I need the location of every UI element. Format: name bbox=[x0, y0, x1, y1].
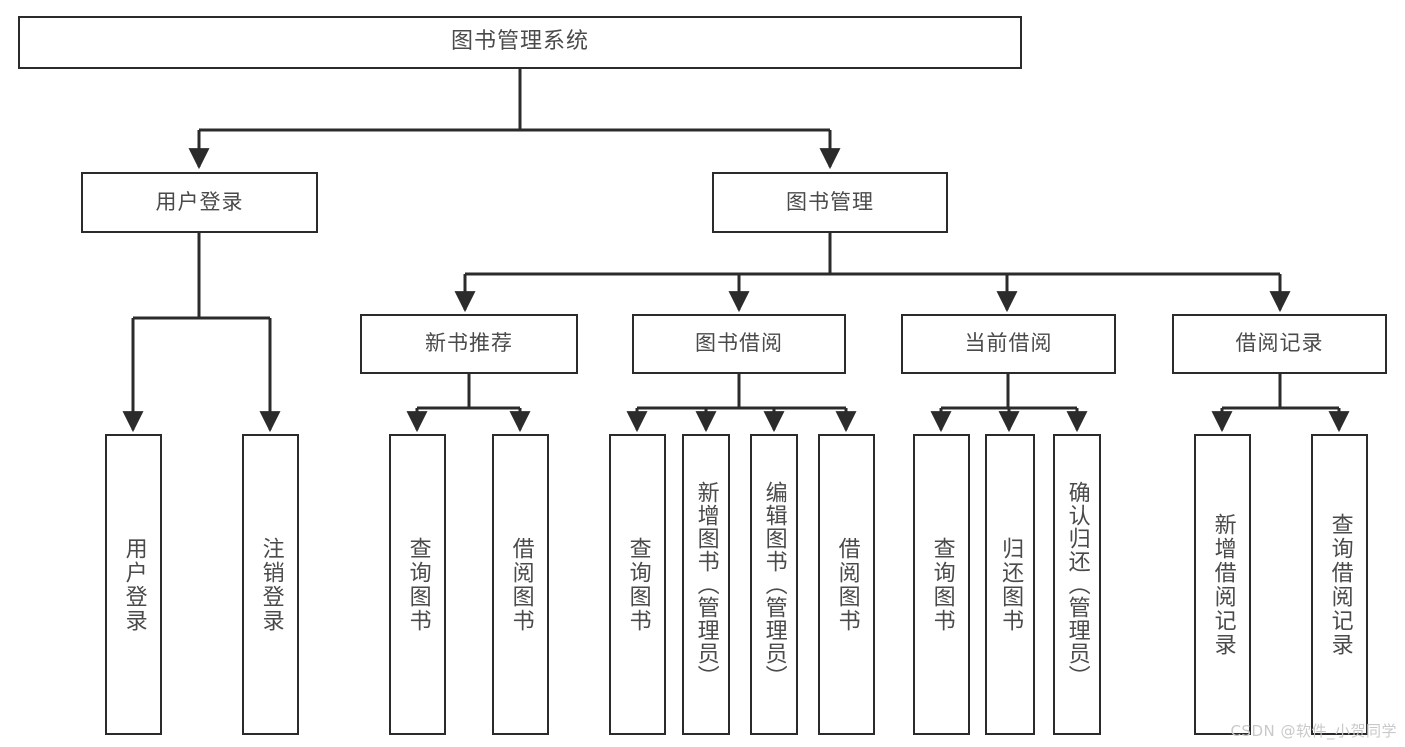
leaf-label: 归还图书 bbox=[998, 536, 1024, 633]
leaf-borrow-add-book[interactable]: 新增图书（管理员） bbox=[682, 434, 730, 735]
leaf-user-login-login[interactable]: 用户登录 bbox=[105, 434, 162, 735]
node-current-borrow[interactable]: 当前借阅 bbox=[901, 314, 1116, 374]
leaf-label: 编辑图书（管理员） bbox=[761, 481, 787, 688]
node-root[interactable]: 图书管理系统 bbox=[18, 16, 1022, 69]
node-user-login[interactable]: 用户登录 bbox=[81, 172, 318, 233]
leaf-label: 确认归还（管理员） bbox=[1064, 481, 1090, 688]
leaf-record-add[interactable]: 新增借阅记录 bbox=[1194, 434, 1251, 735]
leaf-label: 查询借阅记录 bbox=[1327, 512, 1353, 657]
node-new-book-recommend[interactable]: 新书推荐 bbox=[360, 314, 578, 374]
leaf-label: 查询图书 bbox=[625, 536, 651, 633]
leaf-record-query[interactable]: 查询借阅记录 bbox=[1311, 434, 1368, 735]
leaf-label: 查询图书 bbox=[405, 536, 431, 633]
leaf-label: 查询图书 bbox=[929, 536, 955, 633]
node-borrow-record[interactable]: 借阅记录 bbox=[1172, 314, 1387, 374]
leaf-current-confirm-return[interactable]: 确认归还（管理员） bbox=[1053, 434, 1101, 735]
leaf-borrow-query[interactable]: 查询图书 bbox=[609, 434, 666, 735]
node-book-borrow[interactable]: 图书借阅 bbox=[632, 314, 846, 374]
node-book-manage[interactable]: 图书管理 bbox=[712, 172, 948, 233]
leaf-new-book-borrow[interactable]: 借阅图书 bbox=[492, 434, 549, 735]
leaf-current-return[interactable]: 归还图书 bbox=[985, 434, 1035, 735]
leaf-borrow-borrow-book[interactable]: 借阅图书 bbox=[818, 434, 875, 735]
leaf-label: 新增图书（管理员） bbox=[693, 481, 719, 688]
leaf-label: 新增借阅记录 bbox=[1210, 512, 1236, 657]
leaf-user-login-logout[interactable]: 注销登录 bbox=[242, 434, 299, 735]
leaf-borrow-edit-book[interactable]: 编辑图书（管理员） bbox=[750, 434, 798, 735]
leaf-current-query[interactable]: 查询图书 bbox=[913, 434, 970, 735]
leaf-label: 用户登录 bbox=[121, 536, 147, 633]
leaf-new-book-query[interactable]: 查询图书 bbox=[389, 434, 446, 735]
leaf-label: 借阅图书 bbox=[834, 536, 860, 633]
leaf-label: 借阅图书 bbox=[508, 536, 534, 633]
watermark: CSDN @软件_小贺同学 bbox=[1230, 722, 1397, 740]
leaf-label: 注销登录 bbox=[258, 536, 284, 633]
